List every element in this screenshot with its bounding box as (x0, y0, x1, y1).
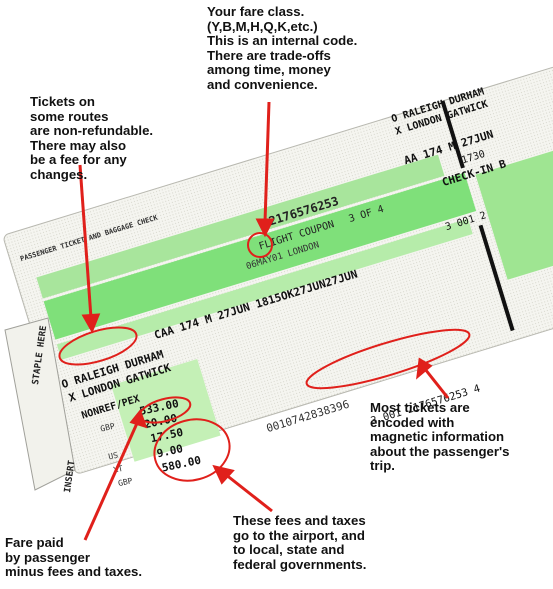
taxes-note: These fees and taxes go to the airport, … (233, 513, 367, 572)
fare-class-note: Your fare class. (Y,B,M,H,Q,K,etc.) This… (207, 4, 358, 92)
tax-code-2: US (108, 451, 119, 462)
fare-class-circle (247, 232, 273, 258)
tax-code-3: XT (112, 464, 123, 475)
arrow-fare-class (263, 101, 271, 223)
arrow-fare-paid (83, 420, 140, 541)
green-band-lower (56, 218, 473, 360)
arrow-magnetic (423, 368, 450, 399)
ticket-tab (4, 317, 76, 491)
green-band-taxes (111, 358, 221, 462)
green-band-stub (475, 138, 553, 280)
insert-label: INSERT (63, 459, 78, 493)
tax-code-4: GBP (117, 476, 133, 488)
green-band-upper (36, 154, 445, 299)
arrow-taxes (224, 472, 273, 513)
fare-paid-note: Fare paid by passenger minus fees and ta… (5, 535, 143, 580)
refund-note: Tickets on some routes are non-refundabl… (30, 94, 154, 182)
magnetic-circle (305, 328, 471, 390)
tax-code-1: GBP (100, 422, 116, 434)
tax-value-3: 9.00 (156, 442, 185, 460)
arrow-refund (78, 164, 93, 319)
magnetic-note: Most tickets are encoded with magnetic i… (370, 400, 510, 474)
taxes-circle (153, 418, 231, 482)
refund-circle (58, 326, 138, 366)
